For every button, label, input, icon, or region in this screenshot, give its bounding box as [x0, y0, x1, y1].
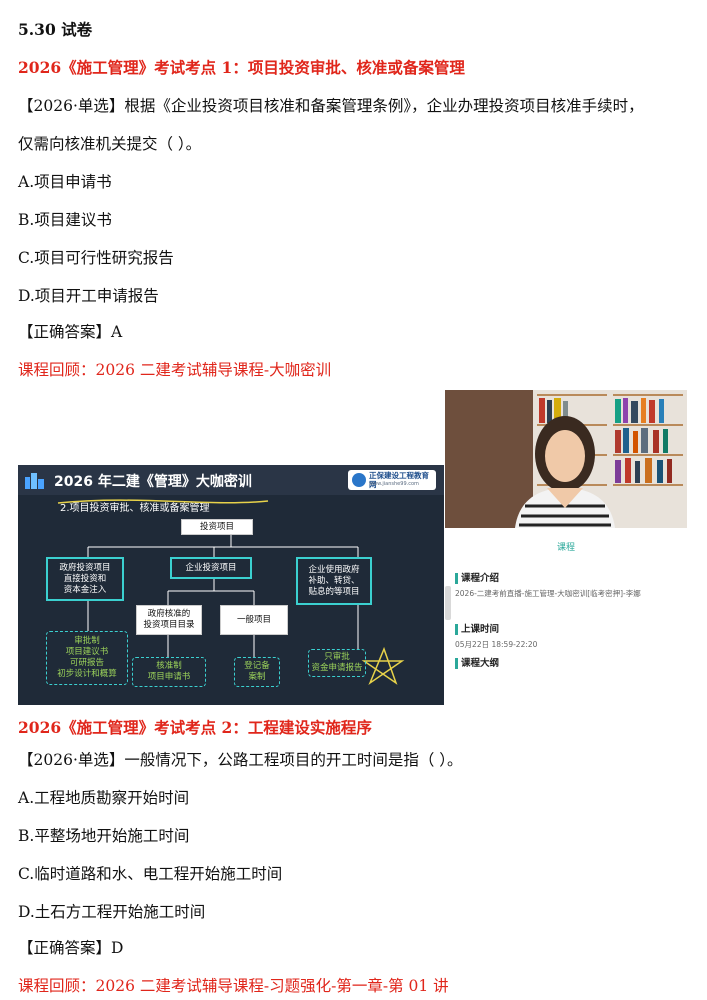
- logo-url: www.jianshe99.com: [369, 481, 419, 487]
- question-2-option-d: D.土石方工程开始施工时间: [18, 903, 206, 921]
- logo-icon: [352, 473, 366, 487]
- question-2-option-c: C.临时道路和水、电工程开始施工时间: [18, 865, 283, 883]
- topic-2-heading: 2026《施工管理》考试考点 2：工程建设实施程序: [18, 718, 372, 737]
- slide-subtitle: 2.项目投资审批、核准或备案管理: [60, 503, 210, 514]
- question-2-answer: 【正确答案】D: [18, 939, 124, 957]
- tab-course[interactable]: 课程: [556, 543, 575, 553]
- question-1-stem-line2: 仅需向核准机关提交（ ）。: [18, 135, 202, 153]
- slide-header: 2026 年二建《管理》大咖密训 正保建设工程教育网 www.jianshe99…: [18, 465, 444, 495]
- panel-collapse-handle[interactable]: [445, 586, 451, 620]
- question-1-option-d: D.项目开工申请报告: [18, 287, 159, 305]
- slide-title: 2026 年二建《管理》大咖密训: [54, 474, 252, 490]
- logo-title: 正保建设工程教育网: [369, 471, 429, 489]
- question-1-option-c: C.项目可行性研究报告: [18, 249, 174, 267]
- page-title: 5.30 试卷: [18, 20, 93, 39]
- node-enterprise-subsidy-project: 企业使用政府 补助、转贷、 贴息的等项目: [296, 557, 372, 605]
- question-2-option-a: A.工程地质勘察开始时间: [18, 789, 190, 807]
- question-1-option-b: B.项目建议书: [18, 211, 112, 229]
- node-fund-application: 只审批 资金申请报告: [308, 649, 366, 677]
- building-icon: [25, 473, 44, 489]
- node-investment-project: 投资项目: [181, 519, 253, 535]
- question-1-review-link[interactable]: 课程回顾：2026 二建考试辅导课程-大咖密训: [18, 361, 332, 379]
- lecture-slide: 2026 年二建《管理》大咖密训 正保建设工程教育网 www.jianshe99…: [18, 465, 444, 705]
- course-intro-text: 2026-二建考前直播-施工管理-大咖密训[临考密押]-李娜: [455, 589, 641, 598]
- class-time-label: 上课时间: [455, 624, 499, 635]
- node-government-project: 政府投资项目 直接投资和 资本金注入: [46, 557, 124, 601]
- diagram-connectors: [57, 499, 405, 686]
- course-info-panel: 课程 课程介绍 2026-二建考前直播-施工管理-大咖密训[临考密押]-李娜 上…: [445, 528, 687, 705]
- node-record-system: 登记备 案制: [234, 657, 280, 687]
- topic-1-heading: 2026《施工管理》考试考点 1：项目投资审批、核准或备案管理: [18, 58, 465, 77]
- question-2-review-link[interactable]: 课程回顾：2026 二建考试辅导课程-习题强化-第一章-第 01 讲: [18, 977, 449, 995]
- node-government-catalog: 政府核准的 投资项目目录: [136, 605, 202, 635]
- question-1-answer: 【正确答案】A: [18, 323, 123, 341]
- class-time-text: 05月22日 18:59-22:20: [455, 640, 538, 649]
- node-enterprise-project: 企业投资项目: [170, 557, 252, 579]
- question-2-option-b: B.平整场地开始施工时间: [18, 827, 190, 845]
- node-general-project: 一般项目: [220, 605, 288, 635]
- question-2-stem: 【2026·单选】一般情况下，公路工程项目的开工时间是指（ ）。: [18, 751, 463, 769]
- presenter-video-frame: [445, 390, 687, 528]
- star-mark-icon: [361, 646, 405, 686]
- presenter-video[interactable]: [445, 390, 687, 528]
- node-verification-system: 核准制 项目申请书: [132, 657, 206, 687]
- question-1-stem-line1: 【2026·单选】根据《企业投资项目核准和备案管理条例》，企业办理投资项目核准手…: [18, 97, 644, 115]
- highlight-underline: [57, 499, 269, 504]
- course-intro-label: 课程介绍: [455, 573, 499, 584]
- node-approval-system: 审批制 项目建议书 可研报告 初步设计和概算: [46, 631, 128, 685]
- course-outline-label[interactable]: 课程大纲: [455, 658, 499, 669]
- question-1-option-a: A.项目申请书: [18, 173, 112, 191]
- brand-logo: 正保建设工程教育网 www.jianshe99.com: [348, 470, 436, 490]
